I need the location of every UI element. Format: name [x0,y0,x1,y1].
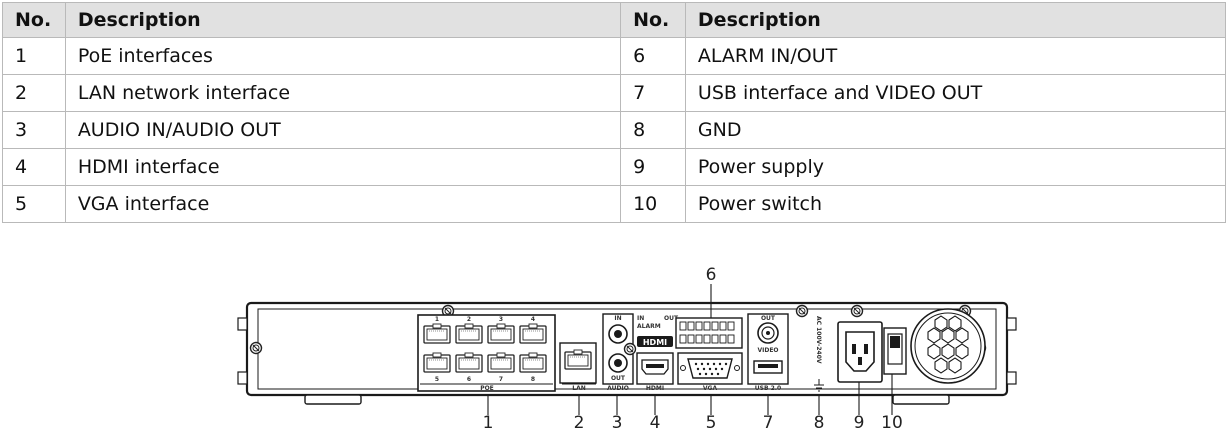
audio-label: AUDIO [607,385,629,392]
callout-number: 6 [706,265,717,285]
callout-number: 4 [650,413,661,429]
poe-port-number: 4 [531,316,535,323]
vga-port: VGA [677,352,743,392]
lan-port: LAN [559,342,597,392]
poe-port-number: 8 [531,376,535,383]
header-description-right: Description [684,2,1227,38]
callout-number: 9 [854,413,865,429]
audio-ports: IN OUT AUDIO [602,313,637,392]
alarm-in-label: IN [637,315,644,322]
poe-port-number: 7 [499,376,503,383]
ac-rating-label: AC 100V-240V [815,316,822,364]
poe-port-number: 5 [435,376,439,383]
header-no-left: No. [2,2,66,38]
screw-icon [850,304,864,318]
vga-label: VGA [703,385,718,392]
alarm-terminal: IN OUT ALARM HDMI [637,315,743,349]
power-inlet [837,321,883,383]
poe-label: POE [480,385,494,392]
screw-icon [623,342,637,356]
ac-voltage-text: AC 100V-240V [815,316,822,364]
row-desc-left: LAN network interface [64,74,622,112]
row-no-right: 6 [620,37,686,75]
row-no-left: 3 [2,111,66,149]
lan-label: LAN [572,385,586,392]
ground-terminal [814,379,824,392]
poe-port-block: 1 2 3 4 5 6 7 8 POE [417,314,556,392]
row-desc-left: AUDIO IN/AUDIO OUT [64,111,622,149]
callout-number: 10 [881,413,903,429]
table-row: 5 VGA interface 10 Power switch [2,185,1227,223]
table-row: 1 PoE interfaces 6 ALARM IN/OUT [2,37,1227,75]
table-row: 4 HDMI interface 9 Power supply [2,148,1227,186]
poe-port-number: 1 [435,316,439,323]
poe-port-number: 6 [467,376,471,383]
fan-icon [910,308,986,384]
row-desc-left: PoE interfaces [64,37,622,75]
row-desc-right: USB interface and VIDEO OUT [684,74,1227,112]
callout-number: 7 [763,413,774,429]
callout-number: 8 [814,413,825,429]
video-usb-ports: OUT VIDEO USB 2.0 [747,313,789,392]
row-no-right: 9 [620,148,686,186]
row-no-right: 8 [620,111,686,149]
row-no-left: 1 [2,37,66,75]
video-label: VIDEO [757,347,778,354]
row-desc-left: HDMI interface [64,148,622,186]
row-desc-right: Power switch [684,185,1227,223]
audio-in-label: IN [614,315,621,322]
callout-lines [487,284,893,415]
power-switch [883,327,907,375]
callout-number: 2 [574,413,585,429]
hdmi-logo: HDMI [643,338,667,347]
table-row: 3 AUDIO IN/AUDIO OUT 8 GND [2,111,1227,149]
hdmi-port: HDMI [636,352,674,392]
alarm-out-label: OUT [664,315,679,322]
usb-label: USB 2.0 [755,385,781,392]
table-row: 2 LAN network interface 7 USB interface … [2,74,1227,112]
callout-number: 1 [483,413,494,429]
callout-number: 3 [612,413,623,429]
video-out-label: OUT [761,315,776,322]
table-header-row: No. Description No. Description [2,2,1227,38]
callout-number: 5 [706,413,717,429]
audio-out-label: OUT [611,375,626,382]
row-no-right: 10 [620,185,686,223]
screw-icon [795,304,809,318]
poe-port-number: 3 [499,316,503,323]
row-desc-right: ALARM IN/OUT [684,37,1227,75]
interface-table: No. Description No. Description 1 PoE in… [2,2,1227,223]
screw-icon [249,341,263,355]
hdmi-label: HDMI [646,385,664,392]
poe-port-number: 2 [467,316,471,323]
row-desc-left: VGA interface [64,185,622,223]
header-description-left: Description [64,2,622,38]
alarm-label: ALARM [637,323,661,330]
